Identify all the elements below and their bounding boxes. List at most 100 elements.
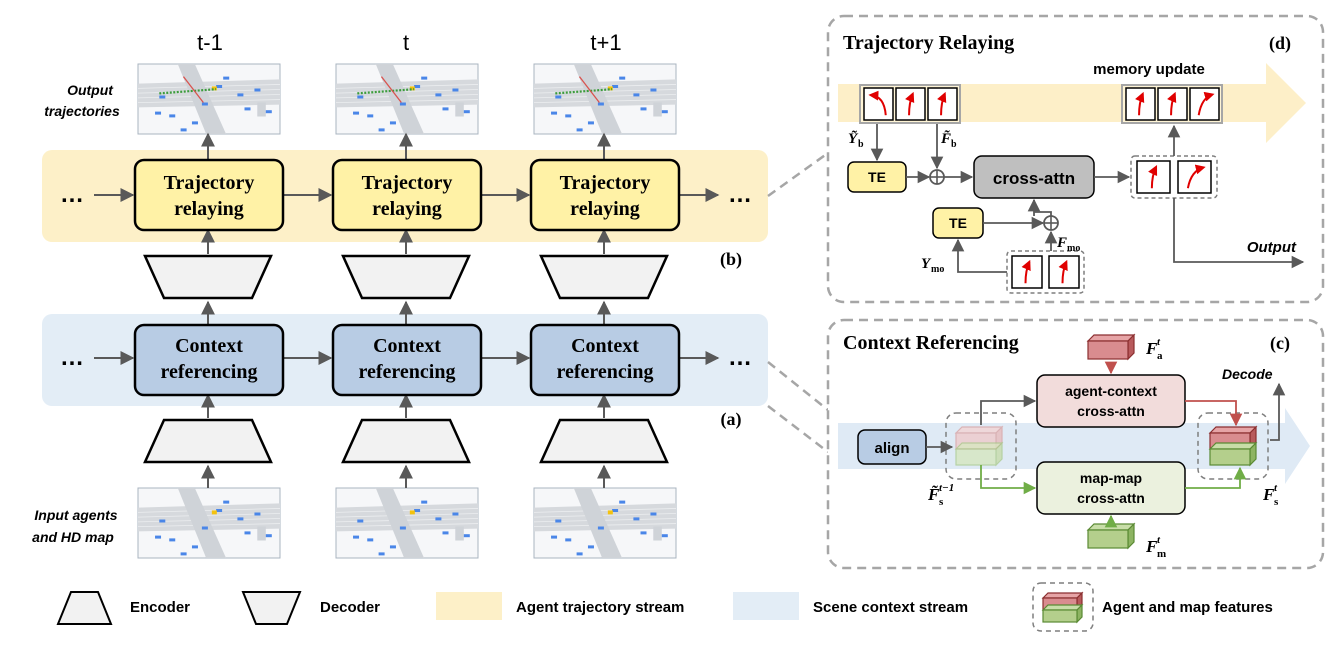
output-trajectories-label: Output: [67, 82, 114, 98]
legend-decoder-label: Decoder: [320, 599, 380, 616]
map-map-label: map-map: [1080, 470, 1142, 486]
context-referencing-module: Context referencing: [331, 323, 483, 397]
svg-text:F̃: F̃: [940, 129, 951, 147]
trajectory-relaying-module: Trajectory relaying: [331, 158, 483, 232]
timestep-label: t: [403, 30, 409, 55]
encoder-shape: [341, 418, 471, 464]
panel-b-tag: (b): [720, 249, 742, 270]
svg-text:referencing: referencing: [160, 361, 257, 383]
legend-scene-stream-label: Scene context stream: [813, 599, 968, 616]
svg-text:t: t: [1157, 336, 1161, 348]
memory-trajectory: [863, 87, 894, 121]
context-referencing-module: Context referencing: [529, 323, 681, 397]
input-agents-map: [335, 487, 479, 559]
y-b-label: Ỹ b: [848, 129, 864, 150]
context-referencing-module: Context referencing: [133, 323, 285, 397]
query-trajectory: [1136, 160, 1171, 194]
add-operator: [1043, 215, 1059, 231]
new-map-feature: [1208, 441, 1258, 467]
decoder-shape: [539, 254, 669, 300]
svg-text:m: m: [1157, 548, 1166, 560]
agent-context-label: cross-attn: [1077, 403, 1145, 419]
svg-text:F: F: [1056, 235, 1067, 251]
svg-text:relaying: relaying: [174, 198, 244, 220]
align-label: align: [874, 440, 909, 457]
output-trajectory-map: [335, 63, 479, 135]
agent-context-label: agent-context: [1065, 383, 1157, 399]
svg-text:t: t: [1157, 534, 1161, 546]
updated-memory-trajectory: [1125, 87, 1156, 121]
svg-text:s: s: [939, 496, 944, 508]
map-feature-input: [1086, 522, 1136, 550]
legend-features-label: Agent and map features: [1102, 599, 1273, 616]
mo-trajectory: [1011, 255, 1043, 289]
memory-update-label: memory update: [1093, 61, 1205, 78]
output-trajectories-label: trajectories: [44, 103, 120, 119]
timestep-label: t+1: [590, 30, 621, 55]
te-label: TE: [949, 215, 967, 231]
panel-d-tag: (d): [1269, 33, 1291, 54]
memory-stream-arrow: [838, 63, 1306, 143]
decoder-shape: [341, 254, 471, 300]
query-trajectory: [1177, 160, 1212, 194]
encoder-shape: [143, 418, 273, 464]
te-label: TE: [868, 169, 886, 185]
prev-map-feature: [954, 441, 1004, 467]
input-agents-label: Input agents: [34, 507, 117, 523]
mo-trajectory-group: [1006, 250, 1085, 294]
agent-feature-input: [1086, 333, 1136, 361]
svg-text:s: s: [1274, 496, 1279, 508]
svg-text:mo: mo: [1067, 243, 1080, 254]
svg-text:t−1: t−1: [939, 482, 954, 494]
decoder-shape: [143, 254, 273, 300]
map-map-label: cross-attn: [1077, 490, 1145, 506]
svg-text:b: b: [858, 139, 864, 150]
legend-agent-stream-swatch: [436, 592, 502, 620]
svg-text:Context: Context: [373, 335, 441, 357]
y-mo-label: Y mo: [921, 256, 944, 275]
mo-trajectory: [1048, 255, 1080, 289]
svg-text:Ỹ: Ỹ: [848, 129, 859, 147]
f-m-label: F m t: [1145, 534, 1166, 560]
f-a-label: F a t: [1145, 336, 1163, 362]
add-operator: [929, 169, 945, 185]
svg-text:F: F: [1262, 485, 1275, 504]
memory-trajectory: [927, 87, 958, 121]
svg-text:F: F: [1145, 339, 1158, 358]
ellipsis: …: [728, 344, 752, 371]
svg-text:F: F: [1145, 537, 1158, 556]
updated-memory-trajectory: [1157, 87, 1188, 121]
f-b-label: F̃ b: [940, 129, 957, 150]
legend-encoder-icon: [56, 591, 113, 625]
output-label: Output: [1247, 239, 1297, 256]
memory-trajectory: [895, 87, 926, 121]
decode-label: Decode: [1222, 366, 1273, 382]
svg-text:Context: Context: [571, 335, 639, 357]
input-agents-label: and HD map: [32, 529, 114, 545]
legend-features-frame: [1032, 582, 1094, 632]
svg-text:b: b: [951, 139, 957, 150]
svg-text:Trajectory: Trajectory: [164, 172, 255, 194]
legend-scene-stream-swatch: [733, 592, 799, 620]
f-s-label: F s t: [1262, 482, 1279, 508]
ellipsis: …: [60, 344, 84, 371]
cross-attn-label: cross-attn: [993, 169, 1075, 188]
panel-c-title: Context Referencing: [843, 332, 1019, 354]
f-s-prev-label: F̃ s t−1: [927, 482, 954, 508]
svg-text:referencing: referencing: [556, 361, 653, 383]
ellipsis: …: [728, 181, 752, 208]
svg-text:Context: Context: [175, 335, 243, 357]
svg-text:a: a: [1157, 350, 1163, 362]
legend-encoder-label: Encoder: [130, 599, 190, 616]
input-agents-map: [533, 487, 677, 559]
trajectory-relaying-module: Trajectory relaying: [133, 158, 285, 232]
svg-text:relaying: relaying: [372, 198, 442, 220]
svg-text:referencing: referencing: [358, 361, 455, 383]
f-mo-label: F mo: [1056, 235, 1080, 254]
legend-decoder-icon: [241, 591, 302, 625]
legend-map-feature: [1041, 603, 1084, 624]
panel-a-tag: (a): [721, 409, 742, 430]
svg-text:mo: mo: [931, 264, 944, 275]
